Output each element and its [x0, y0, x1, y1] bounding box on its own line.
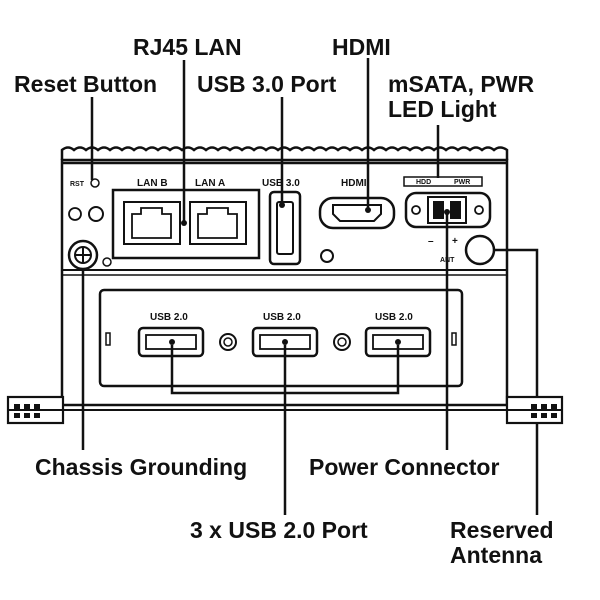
- reserved-antenna-callout: Reserved Antenna: [450, 518, 554, 568]
- reserved-antenna-line2: Antenna: [450, 542, 542, 568]
- rst-label: RST: [70, 181, 85, 188]
- lan-b-label: LAN B: [137, 178, 168, 189]
- plate-screw-2: [333, 333, 351, 351]
- leader-lines: [81, 58, 539, 515]
- usb30-port[interactable]: [268, 190, 302, 266]
- plate-screw-1: [219, 333, 237, 351]
- reset-button[interactable]: [88, 206, 104, 222]
- antenna-port: [464, 234, 496, 266]
- minus-label: –: [428, 236, 434, 247]
- ant-label: ANT: [440, 257, 455, 264]
- front-panel: [60, 158, 509, 407]
- msata-pwr-callout: mSATA, PWR LED Light: [388, 72, 534, 122]
- hdmi-callout: HDMI: [332, 34, 391, 60]
- usb20-port-1[interactable]: [137, 326, 205, 358]
- lan-port-block: [111, 188, 261, 260]
- heatsink-fins: [60, 146, 509, 160]
- rj45-lan-callout: RJ45 LAN: [133, 34, 242, 60]
- msata-pwr-line2: LED Light: [388, 96, 497, 122]
- usb20-label-3: USB 2.0: [375, 312, 413, 323]
- leader-antenna: [495, 248, 539, 515]
- usb20-ports-callout: 3 x USB 2.0 Port: [190, 517, 368, 543]
- ground-symbol-icon: [102, 257, 112, 267]
- msata-pwr-line1: mSATA, PWR: [388, 71, 535, 97]
- reset-button-callout: Reset Button: [14, 71, 158, 97]
- usb20-label-2: USB 2.0: [263, 312, 301, 323]
- led-indicator-frame: [403, 176, 483, 187]
- reserved-antenna-line1: Reserved: [450, 517, 554, 543]
- usb30-port-callout: USB 3.0 Port: [197, 71, 337, 97]
- hdmi-screw-icon: [320, 249, 334, 263]
- power-connector[interactable]: [404, 191, 492, 229]
- hdmi-label: HDMI: [341, 178, 367, 189]
- hdmi-port[interactable]: [318, 196, 396, 230]
- power-button-icon[interactable]: [68, 207, 82, 221]
- lan-b-port[interactable]: [123, 201, 181, 245]
- leader-dots: [169, 202, 450, 345]
- usb20-port-2[interactable]: [251, 326, 319, 358]
- pwr-led-label: PWR: [454, 179, 470, 186]
- plus-label: +: [452, 236, 458, 247]
- usb20-label-1: USB 2.0: [150, 312, 188, 323]
- usb20-plate: [98, 288, 464, 388]
- lan-a-label: LAN A: [195, 178, 225, 189]
- reset-led-icon: [90, 178, 100, 188]
- lan-a-port[interactable]: [189, 201, 247, 245]
- hdd-led-label: HDD: [416, 179, 431, 186]
- usb20-port-3[interactable]: [364, 326, 432, 358]
- power-connector-callout: Power Connector: [309, 454, 500, 480]
- chassis-grounding-callout: Chassis Grounding: [35, 454, 248, 480]
- usb30-label: USB 3.0: [262, 178, 300, 189]
- device-body: RST LAN B LAN A USB 3.0 HDMI: [6, 146, 564, 425]
